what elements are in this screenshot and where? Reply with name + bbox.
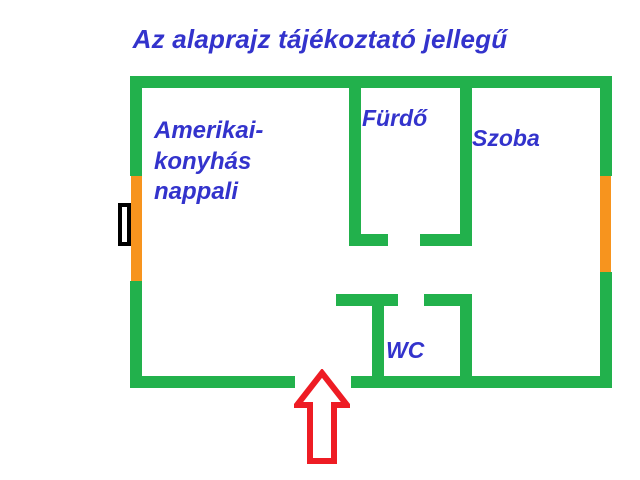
- entrance-arrow-icon: [294, 369, 350, 464]
- wall-exterior-right-lower: [600, 272, 612, 388]
- wall-exterior-left-upper: [130, 76, 142, 176]
- window-left: [131, 176, 142, 281]
- wall-exterior-bottom-right: [351, 376, 612, 388]
- wall-exterior-right-upper: [600, 76, 612, 176]
- wall-exterior-left-lower: [130, 281, 142, 388]
- balcony-opening: [118, 203, 131, 246]
- wall-interior-wc-left: [372, 306, 384, 376]
- page-title: Az alaprajz tájékoztató jellegű: [132, 24, 508, 54]
- wall-exterior-top: [130, 76, 612, 88]
- wall-interior-hall-top-left: [336, 294, 398, 306]
- room-label-bedroom: Szoba: [472, 125, 540, 151]
- wall-interior-bath-bottom-right: [420, 234, 468, 246]
- wall-interior-hall-top-right: [424, 294, 472, 306]
- wall-exterior-bottom-left: [130, 376, 295, 388]
- window-right: [600, 176, 611, 272]
- room-label-wc: WC: [386, 337, 425, 363]
- room-label-living: Amerikai- konyhás nappali: [154, 117, 264, 206]
- room-label-bathroom: Fürdő: [362, 105, 428, 131]
- wall-interior-wc-right: [460, 306, 472, 376]
- wall-interior-living-bath: [349, 88, 361, 246]
- wall-interior-bath-room: [460, 88, 472, 246]
- wall-interior-bath-bottom-left: [349, 234, 388, 246]
